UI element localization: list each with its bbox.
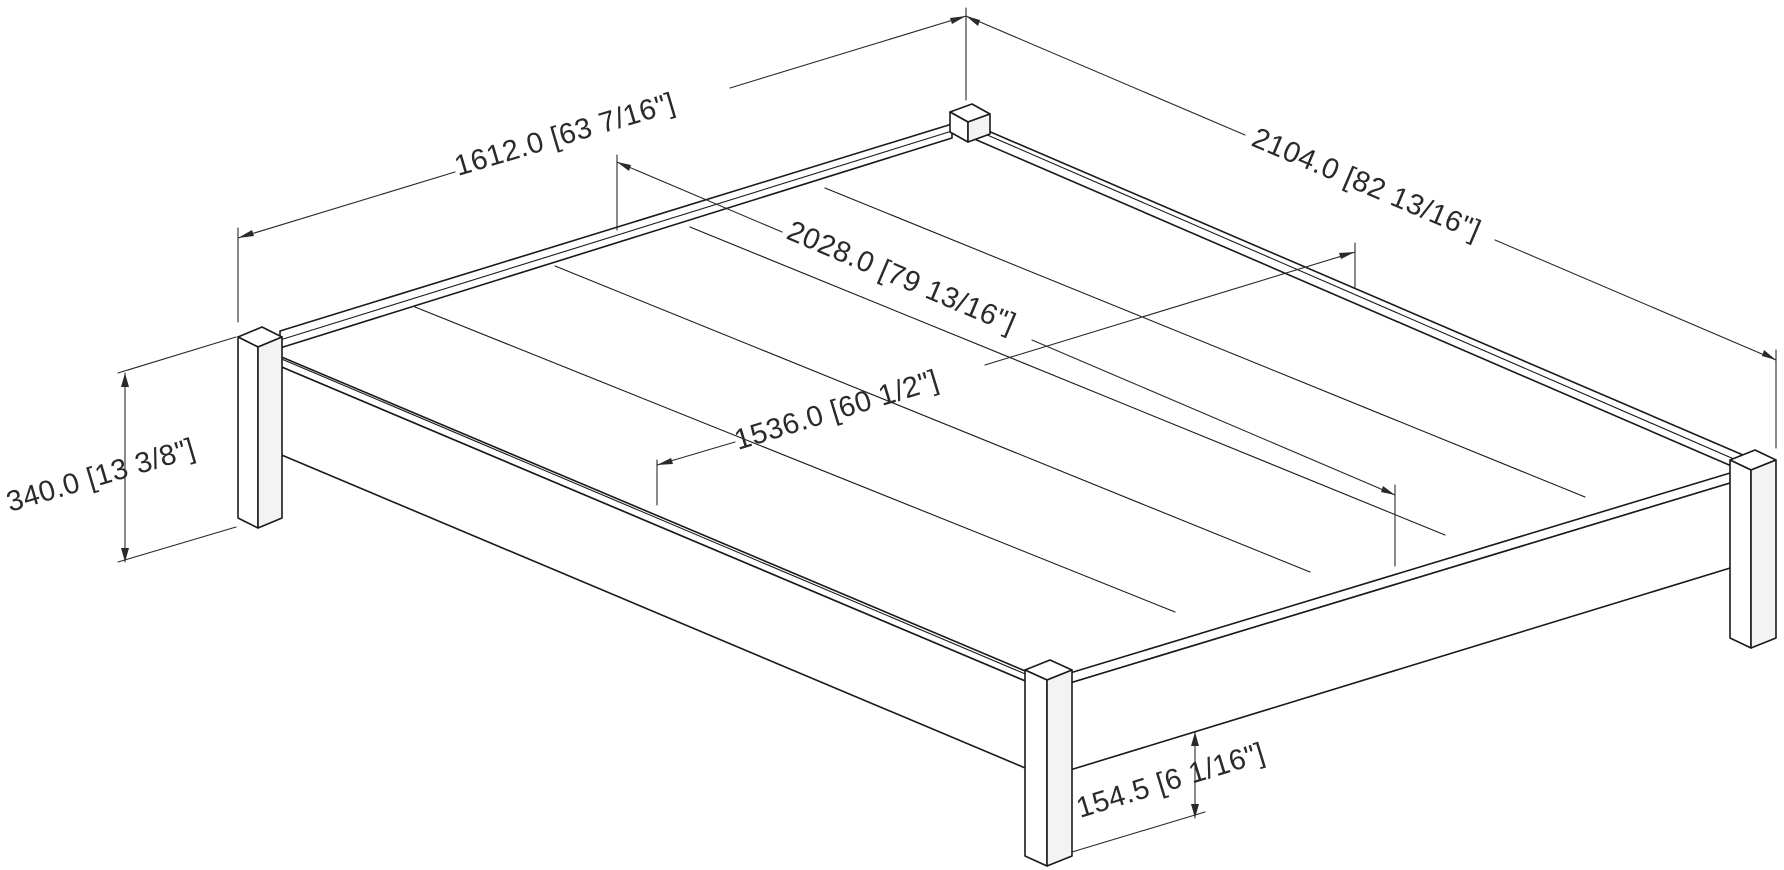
back-left-rail <box>279 123 953 349</box>
dim-overall-height <box>117 336 237 563</box>
front-left-side-rail <box>264 349 1031 771</box>
overall-width-label: 1612.0 [63 7/16"] <box>451 87 679 183</box>
dim-inner-length <box>616 154 1396 567</box>
overall-height-label: 340.0 [13 3/8"] <box>3 433 199 519</box>
right-post <box>1729 449 1777 649</box>
dim-overall-length <box>965 15 1777 449</box>
bed-frame <box>237 103 1777 867</box>
dim-inner-width <box>656 242 1356 506</box>
dim-clearance-height <box>1071 731 1206 853</box>
dim-overall-width <box>237 7 967 323</box>
inner-length-label: 2028.0 [79 13/16"] <box>782 215 1020 340</box>
front-corner-post <box>1024 659 1073 867</box>
overall-length-label: 2104.0 [82 13/16"] <box>1247 122 1485 247</box>
back-corner-post <box>949 103 991 143</box>
slats <box>414 187 1586 613</box>
dimension-lines <box>117 7 1777 853</box>
left-post <box>237 326 283 529</box>
